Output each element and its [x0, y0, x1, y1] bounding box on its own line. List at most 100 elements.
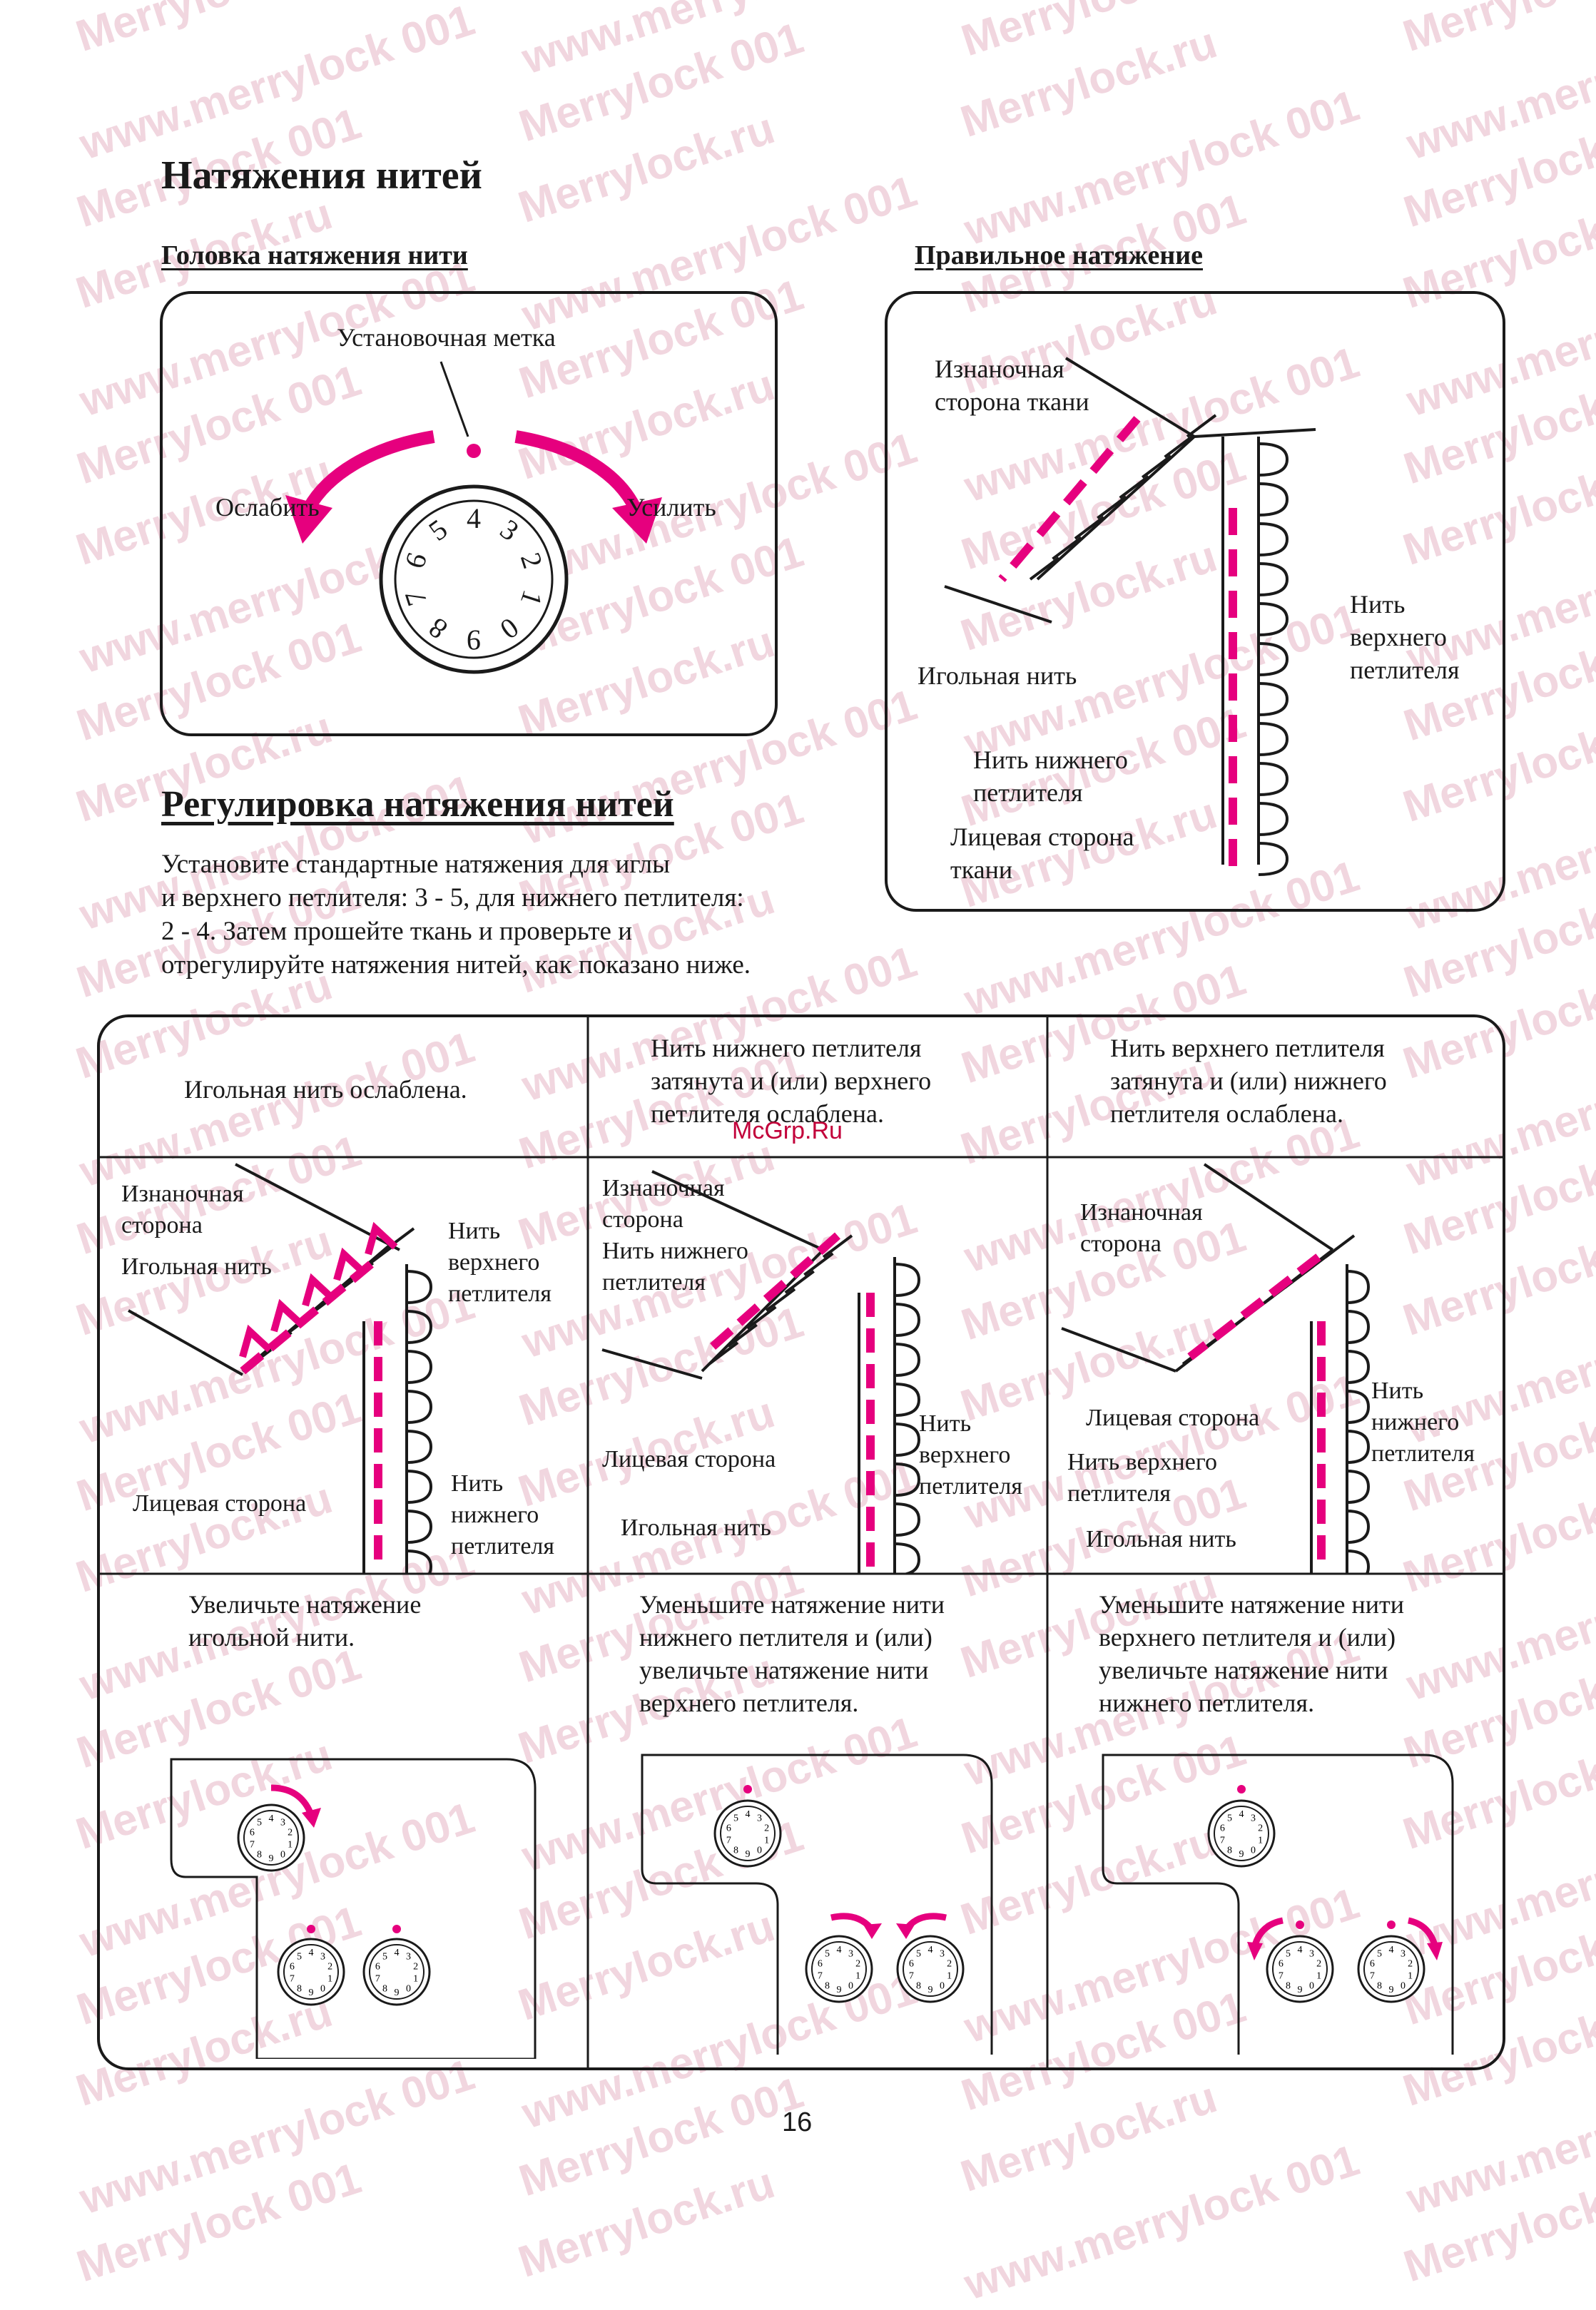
- thread-stitch: [1141, 454, 1172, 479]
- loose-needle-thread: [302, 1273, 335, 1307]
- knob-number: 0: [320, 1984, 325, 1995]
- thread-loop: [406, 1310, 433, 1344]
- loosen-label: Ослабить: [215, 493, 320, 521]
- dial-number: 9: [467, 624, 481, 656]
- tighten-arrow-icon: [612, 497, 662, 544]
- knob-number: 4: [309, 1948, 314, 1958]
- adjust-title: Регулировка натяжения нитей: [161, 784, 674, 825]
- knob-number: 8: [1286, 1981, 1291, 1992]
- stitch-upper-tight: [1061, 1163, 1371, 1574]
- knob-number: 2: [764, 1823, 769, 1833]
- site-label: McGrp.Ru: [732, 1117, 843, 1144]
- thread-loop: [406, 1550, 433, 1574]
- knob-number: 5: [257, 1817, 262, 1828]
- loosen-arrow-icon: [285, 495, 332, 544]
- watermark-text: www.merrylock 001: [73, 0, 481, 170]
- thread-stitch: [727, 1323, 758, 1348]
- knob-number: 8: [916, 1981, 921, 1992]
- thread-stitch: [1097, 495, 1127, 519]
- knob-number: 2: [855, 1958, 860, 1969]
- knob-number: 9: [395, 1988, 400, 1998]
- knob-number: 1: [855, 1971, 860, 1982]
- thread-loop: [1258, 762, 1289, 796]
- knob-number: 3: [1401, 1948, 1406, 1959]
- knob-number: 0: [1251, 1846, 1256, 1856]
- knob-number: 4: [1389, 1945, 1394, 1955]
- knob-number: 1: [764, 1836, 769, 1846]
- increase-needle-arrow-icon: [270, 1784, 314, 1814]
- thread-loop: [1258, 442, 1289, 477]
- knob-number: 9: [837, 1985, 842, 1995]
- setting-mark-label: Установочная метка: [337, 323, 556, 352]
- knob-number: 3: [848, 1948, 853, 1959]
- adjust-text: Установите стандартные натяжения для игл…: [161, 850, 751, 980]
- thread-loop: [1258, 842, 1289, 876]
- knob-number: 8: [1227, 1846, 1232, 1856]
- watermark-text: Merrylock.ru: [1397, 0, 1596, 62]
- thread-loop: [1346, 1430, 1371, 1464]
- knob-number: 1: [1408, 1971, 1413, 1982]
- knob-number: 9: [309, 1988, 314, 1998]
- knob-number: 9: [1239, 1849, 1244, 1860]
- thread-stitch: [1119, 475, 1149, 499]
- thread-loop: [406, 1270, 433, 1304]
- thread-loop: [1346, 1310, 1371, 1344]
- thread-loop: [1346, 1470, 1371, 1504]
- knob-number: 2: [327, 1961, 332, 1972]
- thread-loop: [1346, 1390, 1371, 1424]
- thread-loop: [894, 1343, 921, 1377]
- knob-number: 0: [1401, 1981, 1406, 1992]
- knob-number: 0: [1309, 1981, 1314, 1992]
- setting-mark-dot: [467, 444, 481, 458]
- thread-loop: [894, 1303, 921, 1337]
- loose-needle-thread: [239, 1324, 273, 1358]
- knob-number: 5: [1377, 1948, 1382, 1959]
- loose-needle-thread: [365, 1221, 398, 1256]
- thread-loop: [1258, 562, 1289, 596]
- knob-number: 4: [1298, 1945, 1303, 1955]
- knob-number: 0: [940, 1981, 945, 1992]
- thread-stitch: [708, 1341, 739, 1365]
- knob-number: 5: [1227, 1813, 1232, 1823]
- thread-stitch: [822, 1234, 853, 1258]
- knob-number: 7: [250, 1840, 255, 1851]
- watermark-text: Merrylock 001: [513, 2067, 810, 2207]
- c1-face-label: Лицевая сторона: [133, 1490, 307, 1517]
- knob-number: 6: [818, 1958, 823, 1969]
- watermark-text: Merrylock.ru: [955, 2072, 1223, 2202]
- watermark-text: Merrylock.ru: [512, 2158, 781, 2287]
- stitch-needle-loose: [128, 1163, 433, 1574]
- tension-dial-outer: [379, 484, 569, 674]
- knob-number: 7: [1279, 1971, 1284, 1982]
- knob-number: 3: [280, 1817, 285, 1828]
- knob-number: 4: [269, 1813, 274, 1824]
- thread-stitch: [1324, 1234, 1356, 1258]
- thread-stitch: [765, 1288, 796, 1312]
- knob-number: 9: [1389, 1985, 1394, 1995]
- knob-number: 6: [909, 1958, 914, 1969]
- thread-loop: [1258, 682, 1289, 716]
- knob-number: 3: [320, 1951, 325, 1962]
- dial-number: 4: [467, 502, 481, 534]
- watermark-text: Merrylock 001: [1398, 2154, 1596, 2292]
- thread-stitch: [746, 1306, 777, 1330]
- thread-loop: [894, 1263, 921, 1297]
- thread-loop: [894, 1383, 921, 1417]
- knob-number: 1: [1316, 1971, 1321, 1982]
